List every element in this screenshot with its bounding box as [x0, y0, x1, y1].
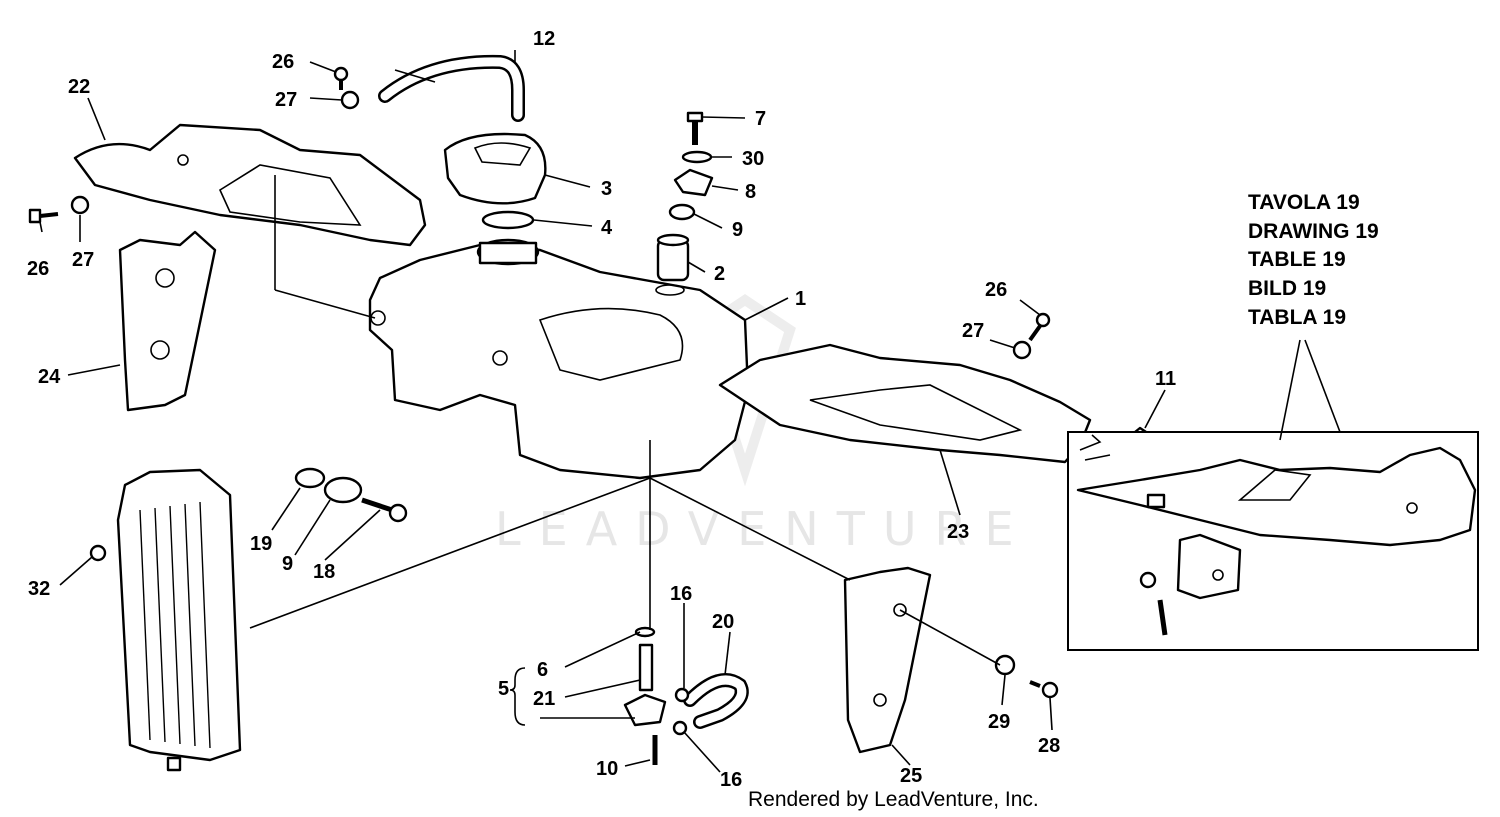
part-26-bolt-b: [28, 208, 59, 224]
table-ref-tabla: TABLA 19: [1248, 306, 1346, 329]
arrow-marks: [1079, 434, 1111, 461]
leader-lines: [39, 50, 1341, 773]
callout-26-top: 26: [272, 51, 294, 73]
callout-6: 6: [537, 659, 548, 681]
part-2-rubber-bushing: [656, 233, 690, 282]
callout-32: 32: [28, 578, 50, 600]
callout-30: 30: [742, 148, 764, 170]
callout-25: 25: [900, 765, 922, 787]
callout-20: 20: [712, 611, 734, 633]
part-16-hose-clip-b: [672, 720, 688, 736]
part-23-right-side-cover: [718, 343, 1092, 464]
table-reference: TAVOLA 19 DRAWING 19 TABLE 19 BILD 19 TA…: [1248, 191, 1379, 329]
part-32-clip: [89, 544, 107, 562]
callout-27-top: 27: [275, 89, 297, 111]
part-19-spacer: [294, 467, 326, 489]
callout-12: 12: [533, 28, 555, 50]
part-7-screw: [686, 111, 704, 145]
part-3-fuel-cap: [443, 132, 547, 205]
part-27-nut-b: [70, 195, 90, 215]
watermark-text: LEADVENTURE: [495, 502, 1032, 556]
part-28-bolt: [1029, 680, 1059, 699]
part-29-nut: [994, 654, 1016, 676]
callout-10: 10: [596, 758, 618, 780]
callout-5: 5: [498, 678, 509, 700]
part-9-spacer-top: [668, 203, 696, 221]
part-27-nut-c: [1012, 340, 1032, 360]
callout-19: 19: [250, 533, 272, 555]
part-22-left-side-cover: [73, 123, 427, 247]
callout-labels: 12 26 27 22 26 27 24 3 4 7 30 8 9 2 1 26…: [27, 28, 1176, 791]
part-18-bolt: [361, 497, 408, 523]
callout-23: 23: [947, 521, 969, 543]
callout-2: 2: [714, 263, 725, 285]
callout-8: 8: [745, 181, 756, 203]
callout-7: 7: [755, 108, 766, 130]
part-5-fuel-valve-assembly: [623, 626, 667, 765]
callout-9-mid: 9: [282, 553, 293, 575]
callout-26-left: 26: [27, 258, 49, 280]
part-27-nut-a: [340, 90, 360, 110]
callout-16-bottom: 16: [720, 769, 742, 791]
callout-21: 21: [533, 688, 555, 710]
callout-3: 3: [601, 178, 612, 200]
inset-detail-box: [1067, 431, 1479, 651]
callout-4: 4: [601, 217, 613, 239]
radiator: [116, 468, 242, 772]
table-ref-tavola: TAVOLA 19: [1248, 191, 1360, 214]
table-ref-drawing: DRAWING 19: [1248, 220, 1379, 243]
bracket-5: [509, 667, 526, 726]
callout-1: 1: [795, 288, 806, 310]
part-24-left-lower-panel: [118, 230, 217, 412]
callout-26-right: 26: [985, 279, 1007, 301]
part-4-cap-gasket: [481, 210, 535, 230]
callout-9-top: 9: [732, 219, 743, 241]
part-25-lower-right-panel: [843, 566, 932, 754]
part-26-bolt-a: [333, 66, 349, 90]
table-ref-table: TABLE 19: [1248, 248, 1346, 271]
callout-22: 22: [68, 76, 90, 98]
part-16-hose-clip-a: [674, 687, 690, 703]
part-30-o-ring: [681, 150, 713, 164]
part-1-fuel-tank: [368, 238, 750, 480]
callout-28: 28: [1038, 735, 1060, 757]
part-9-spacer-mid: [323, 476, 363, 504]
callout-18: 18: [313, 561, 335, 583]
callout-29: 29: [988, 711, 1010, 733]
part-8-bracket: [673, 168, 714, 197]
render-credit: Rendered by LeadVenture, Inc.: [748, 788, 1039, 811]
callout-11: 11: [1155, 368, 1176, 390]
part-12-vent-hose: [378, 54, 525, 122]
part-20-fuel-hose: [683, 673, 749, 729]
callout-27-left: 27: [72, 249, 94, 271]
callout-27-right: 27: [962, 320, 984, 342]
callout-16-top: 16: [670, 583, 692, 605]
callout-24: 24: [38, 366, 61, 388]
part-26-bolt-c: [1028, 312, 1051, 342]
table-ref-bild: BILD 19: [1248, 277, 1326, 300]
